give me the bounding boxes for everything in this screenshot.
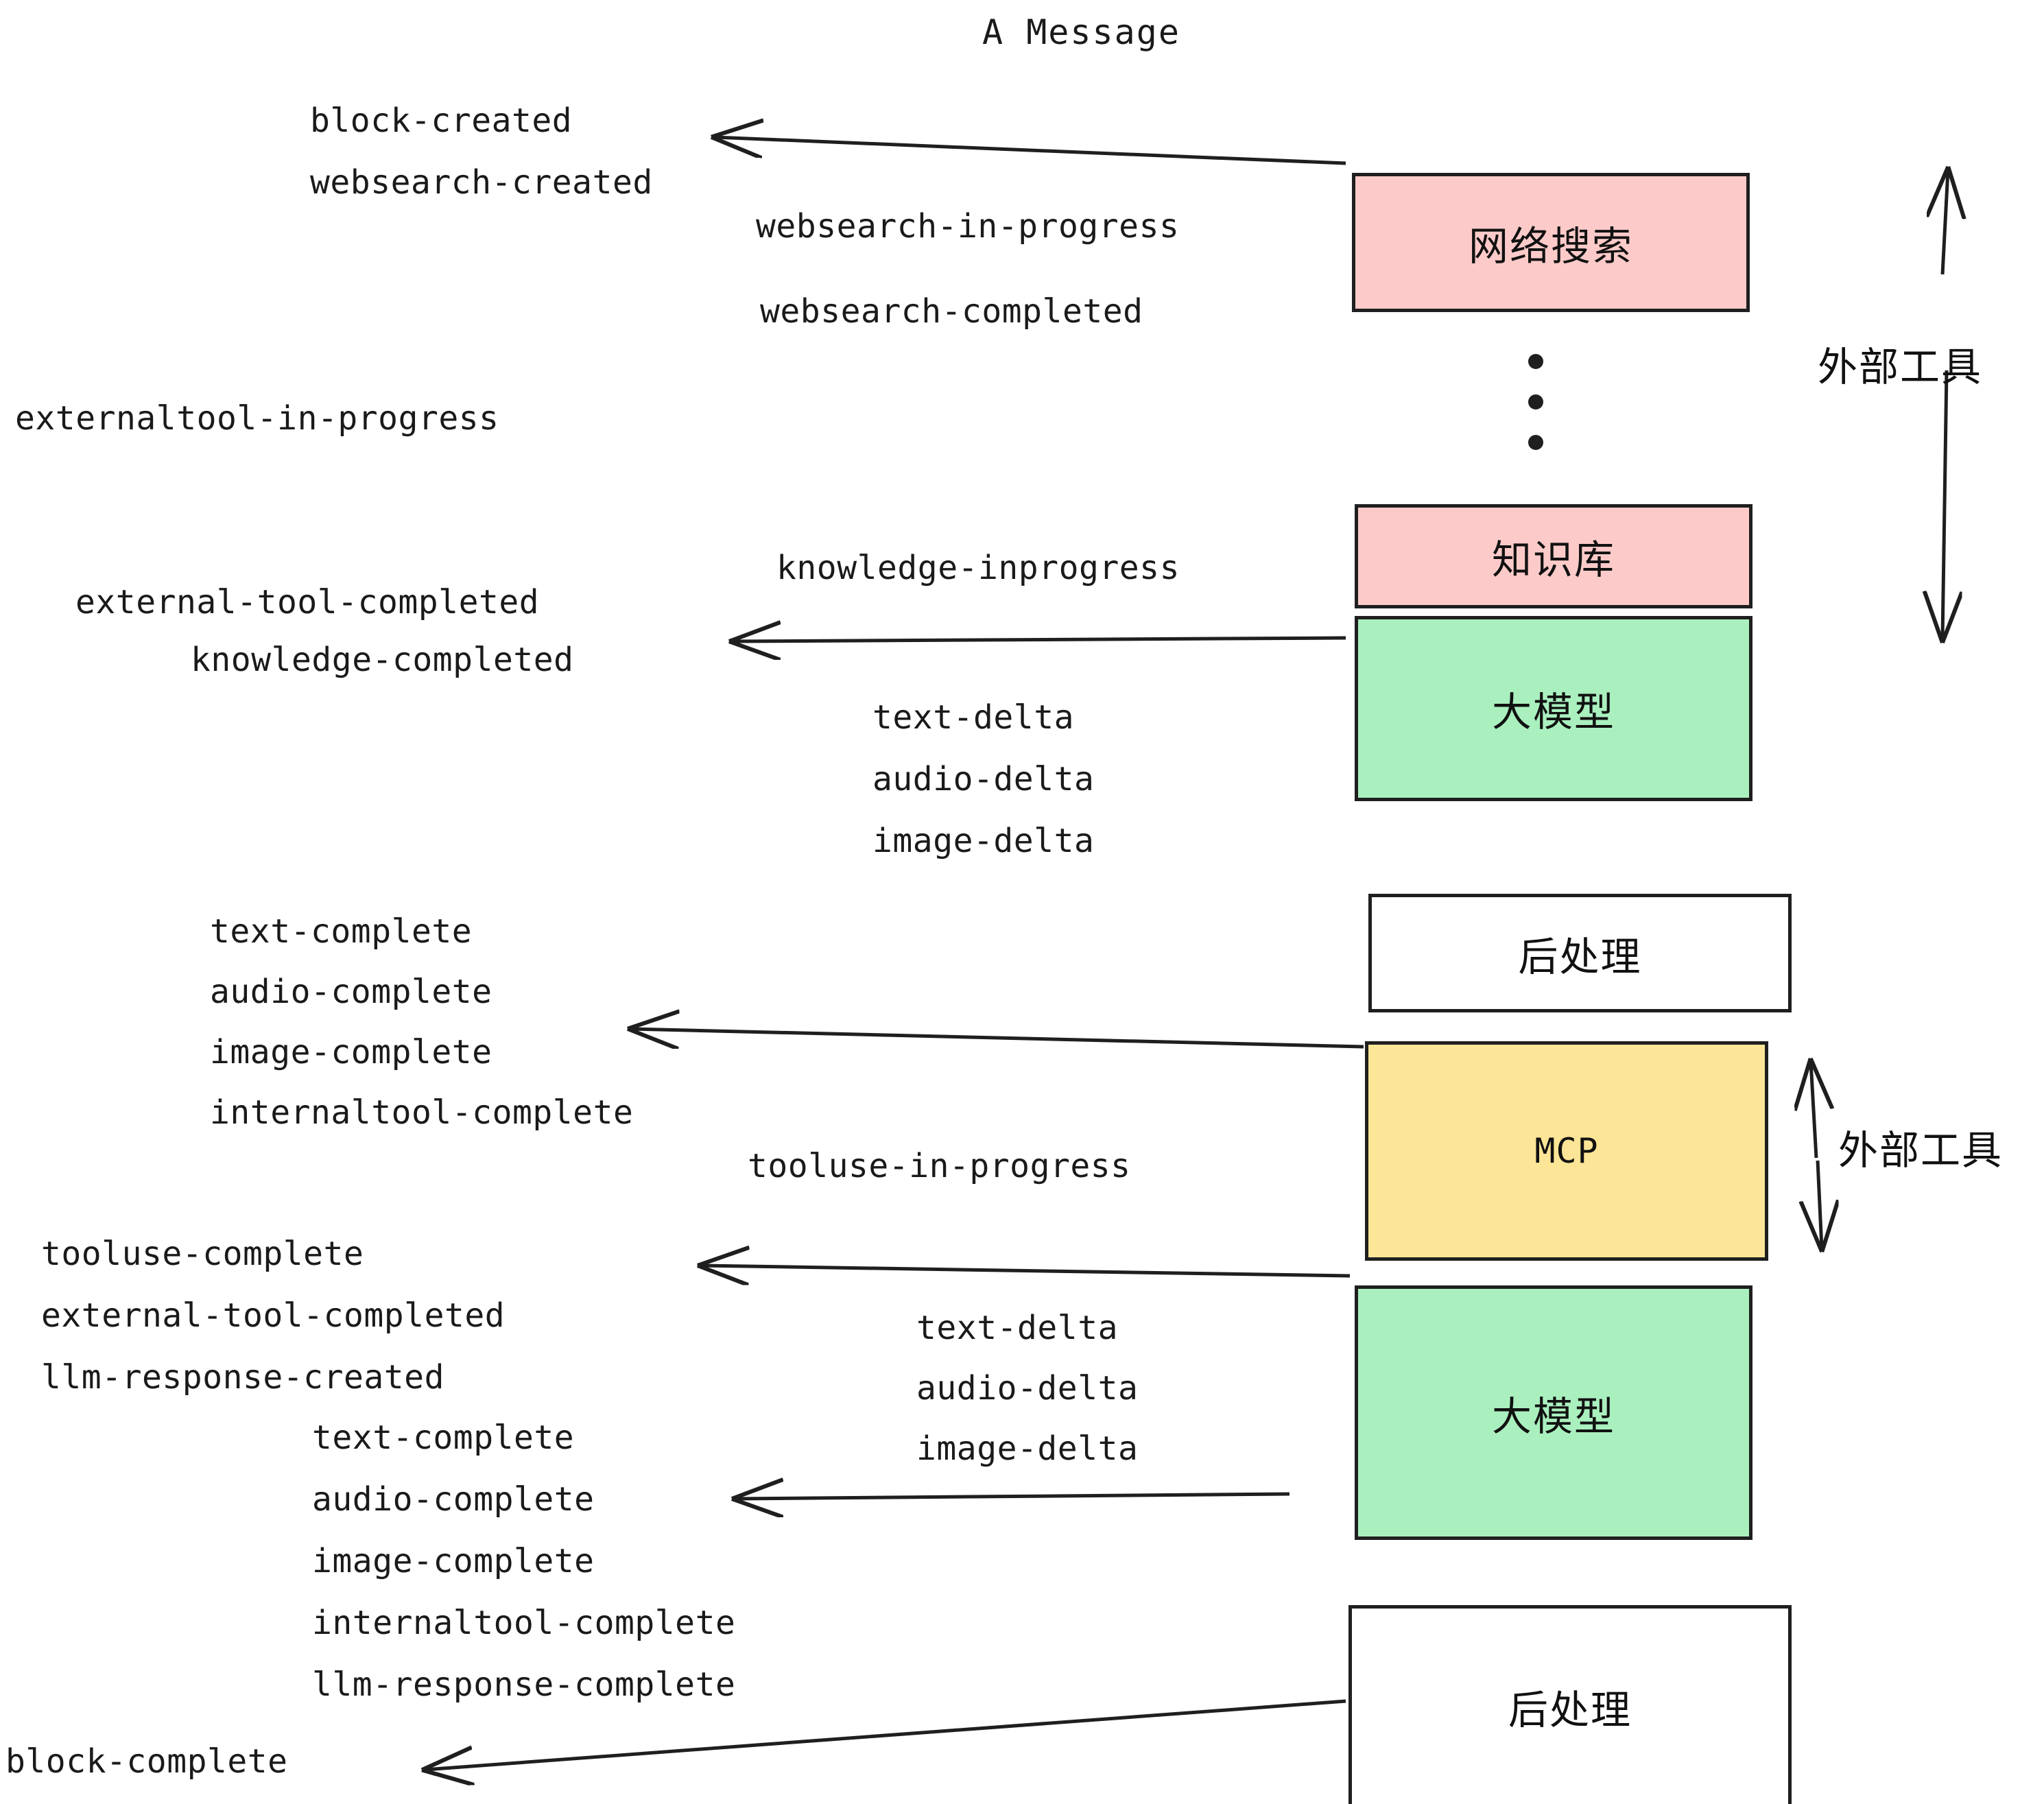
group-label-ext-tools-top: 外部工具 xyxy=(1818,344,1983,390)
arrow-ext-tools-top-up xyxy=(1942,170,1948,275)
event-label-knowledge-inprogress: knowledge-inprogress xyxy=(776,549,1180,587)
arrow-ext-tools-bottom-down xyxy=(1818,1160,1822,1248)
event-label-image-complete-1: image-complete xyxy=(210,1033,492,1071)
page-title: A Message xyxy=(982,12,1180,52)
event-label-image-delta-2: image-delta xyxy=(916,1429,1139,1468)
event-label-external-tool-completed-2: external-tool-completed xyxy=(41,1296,506,1335)
event-label-external-tool-completed-1: external-tool-completed xyxy=(75,583,540,621)
event-label-llm-response-complete: llm-response-complete xyxy=(312,1665,736,1704)
event-label-websearch-in-progress: websearch-in-progress xyxy=(756,207,1180,246)
event-label-audio-complete-1: audio-complete xyxy=(210,973,492,1011)
event-label-block-complete: block-complete xyxy=(5,1742,288,1781)
node-post1: 后处理 xyxy=(1368,894,1792,1012)
event-label-block-created: block-created xyxy=(310,102,573,140)
event-label-knowledge-completed: knowledge-completed xyxy=(191,641,574,679)
arrow-llm2-audio-to-left xyxy=(735,1494,1290,1499)
node-llm1: 大模型 xyxy=(1355,616,1752,801)
arrow-llm1-to-left xyxy=(733,638,1346,641)
event-label-text-complete-2: text-complete xyxy=(312,1419,575,1457)
event-label-llm-response-created: llm-response-created xyxy=(41,1358,444,1397)
group-label-ext-tools-bottom: 外部工具 xyxy=(1838,1127,2004,1174)
node-label: 大模型 xyxy=(1491,1392,1615,1440)
event-label-audio-complete-2: audio-complete xyxy=(312,1480,595,1519)
event-label-websearch-created: websearch-created xyxy=(310,163,653,202)
node-label: 后处理 xyxy=(1518,933,1642,980)
node-llm2: 大模型 xyxy=(1355,1285,1752,1540)
event-label-tooluse-in-progress: tooluse-in-progress xyxy=(748,1147,1131,1185)
node-post2: 后处理 xyxy=(1348,1605,1792,1804)
event-label-audio-delta-2: audio-delta xyxy=(916,1369,1139,1408)
event-label-internaltool-complete-2: internaltool-complete xyxy=(312,1604,736,1642)
node-label: 后处理 xyxy=(1508,1686,1632,1733)
event-label-internaltool-complete-1: internaltool-complete xyxy=(210,1093,634,1132)
event-label-websearch-completed: websearch-completed xyxy=(760,292,1143,331)
event-label-externaltool-in-progress: externaltool-in-progress xyxy=(15,399,499,438)
arrow-ext-tools-top-down xyxy=(1942,370,1947,639)
node-label: 知识库 xyxy=(1491,536,1615,583)
arrow-mcp-to-left xyxy=(631,1029,1364,1047)
event-label-audio-delta-1: audio-delta xyxy=(872,760,1095,798)
event-label-text-delta-1: text-delta xyxy=(872,698,1074,737)
event-label-text-delta-2: text-delta xyxy=(916,1309,1118,1347)
node-label: 大模型 xyxy=(1491,689,1615,735)
arrow-ext-tools-bottom-up xyxy=(1811,1062,1816,1159)
event-label-text-complete-1: text-complete xyxy=(210,912,473,951)
arrow-websearch-to-left xyxy=(715,137,1346,165)
node-label: MCP xyxy=(1534,1131,1599,1171)
event-label-image-complete-2: image-complete xyxy=(312,1542,595,1580)
event-label-image-delta-1: image-delta xyxy=(872,822,1095,860)
event-label-tooluse-complete: tooluse-complete xyxy=(41,1235,364,1273)
arrow-post2-to-left xyxy=(425,1699,1346,1770)
node-knowledge: 知识库 xyxy=(1355,504,1752,608)
node-websearch: 网络搜索 xyxy=(1352,173,1750,312)
node-mcp: MCP xyxy=(1365,1041,1768,1261)
node-label: 网络搜索 xyxy=(1468,222,1633,270)
arrow-llm2-to-left xyxy=(701,1266,1351,1276)
vertical-ellipsis-icon xyxy=(1528,354,1543,450)
